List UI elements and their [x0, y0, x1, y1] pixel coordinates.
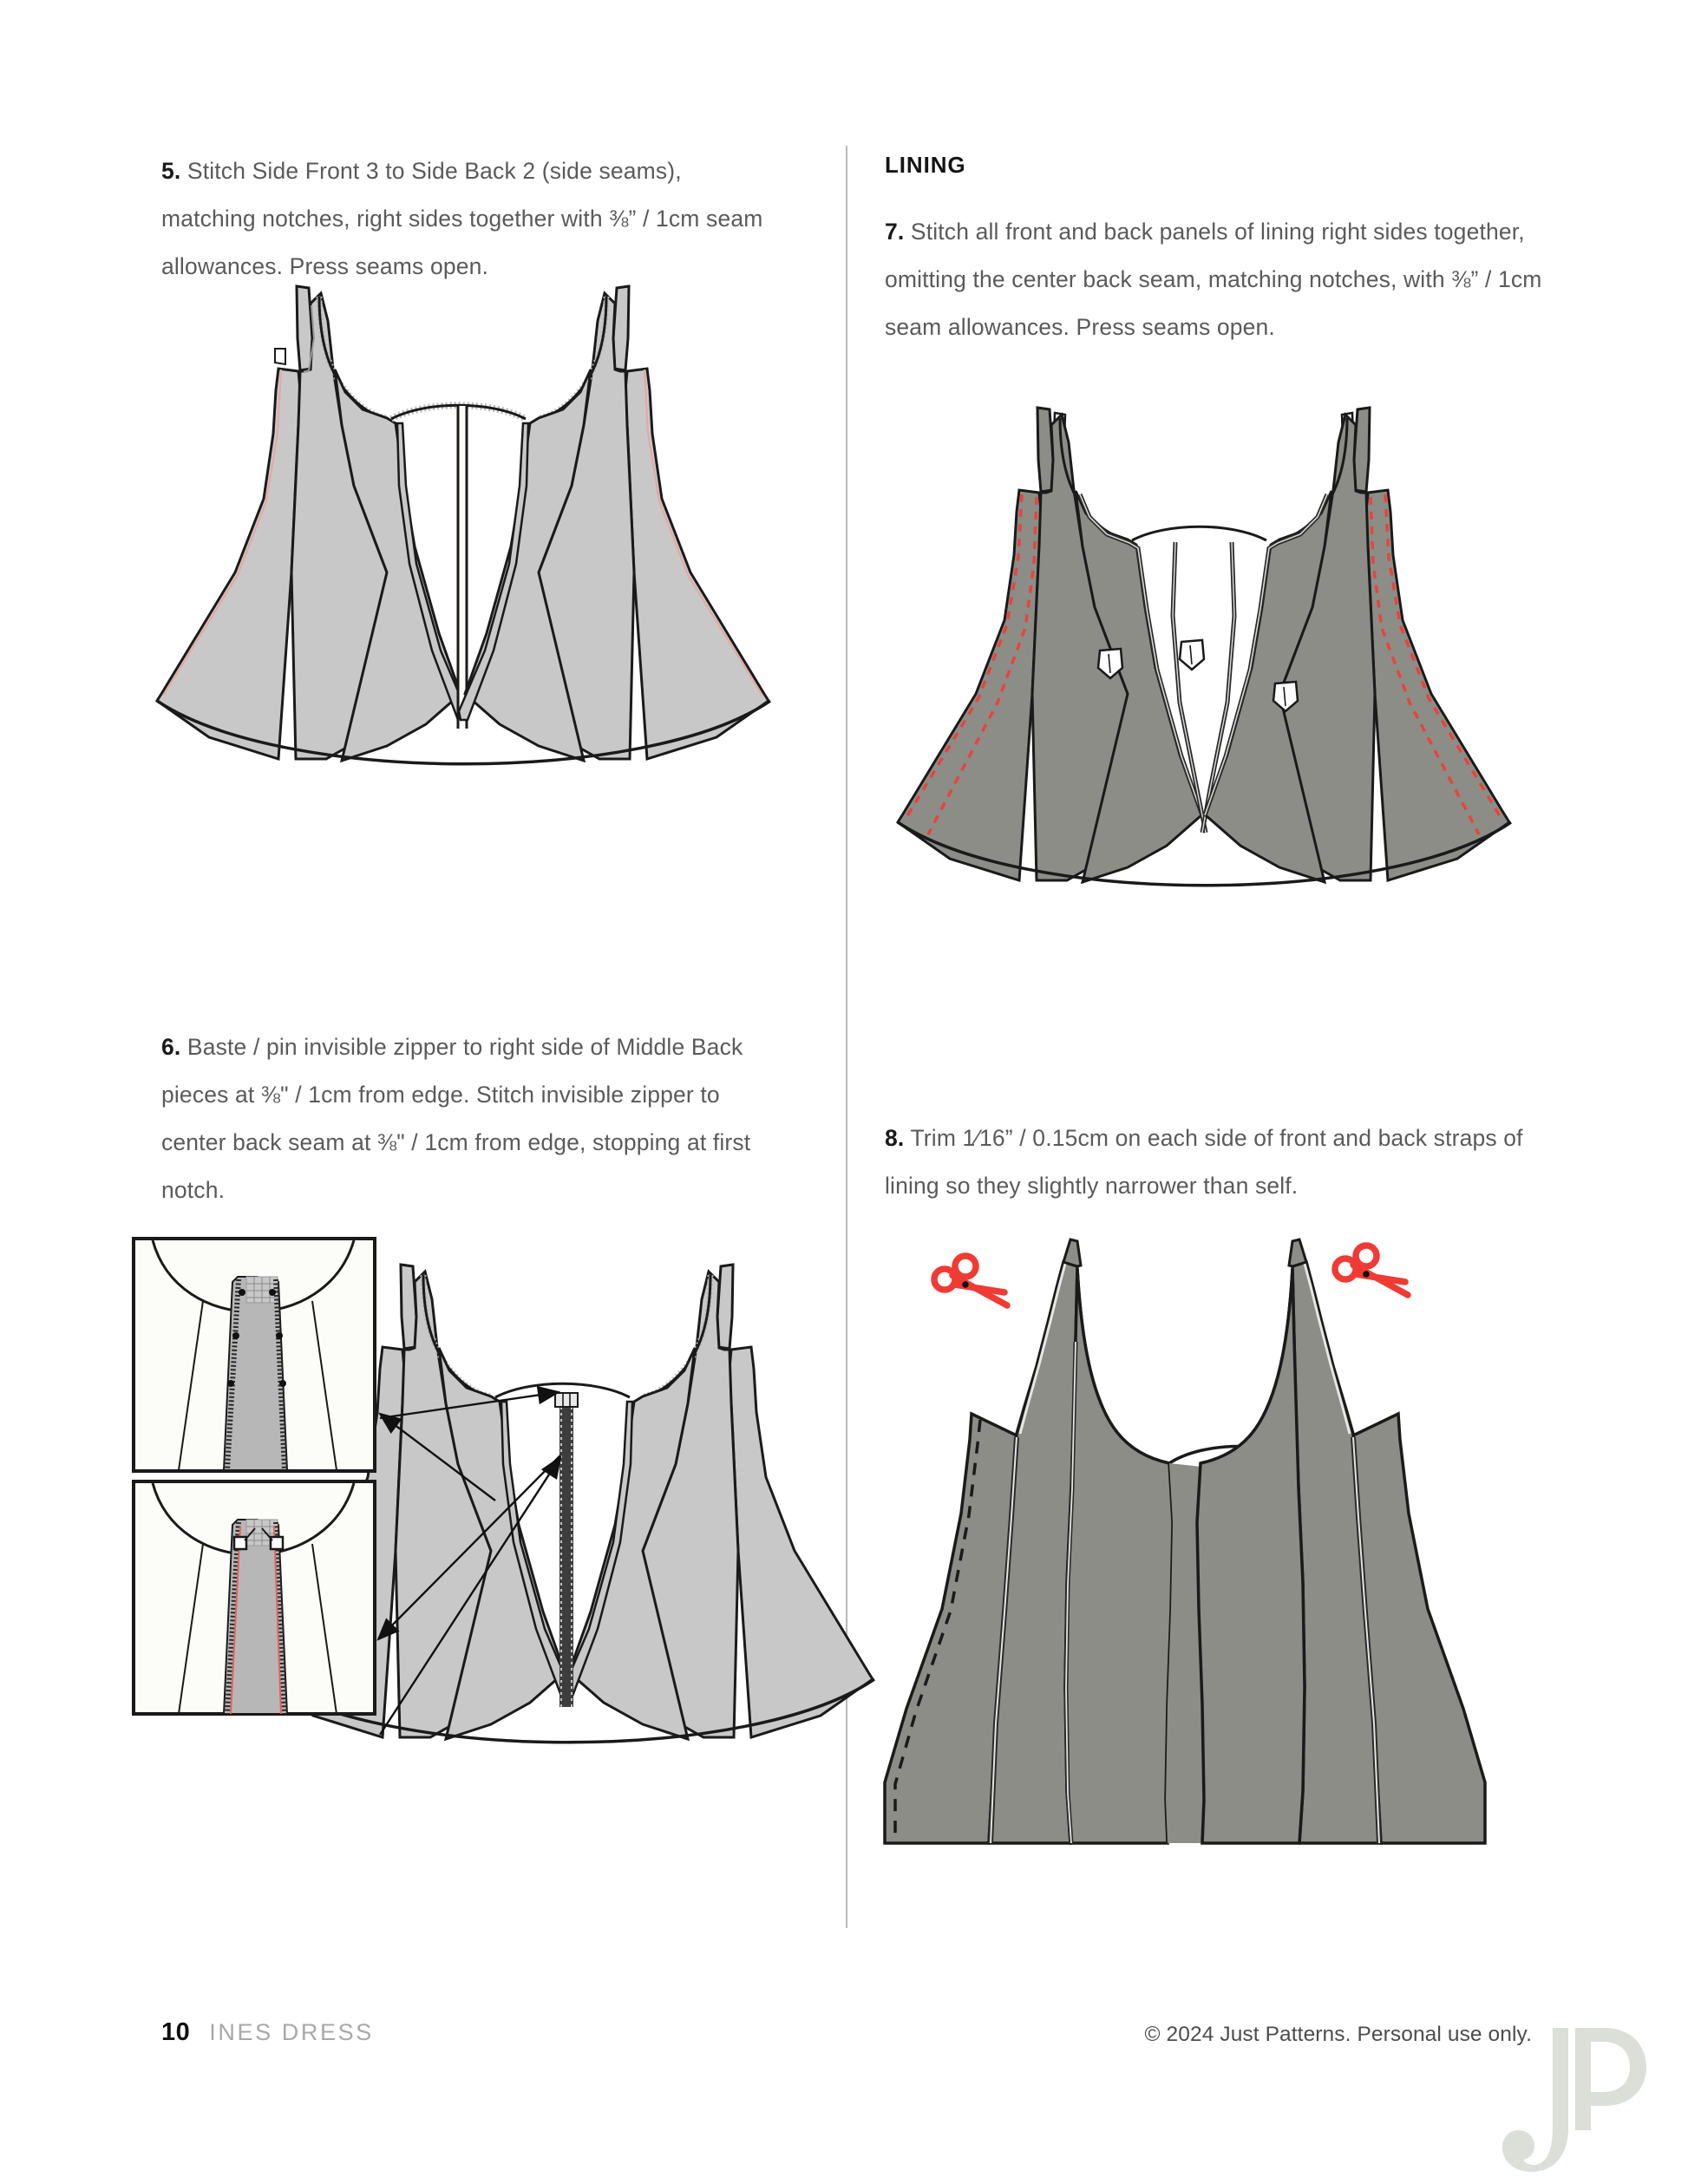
inset-bottom-stitch-red-right: [273, 1526, 282, 1715]
page-number: 10: [161, 2018, 191, 2046]
step-8-body: Trim 1⁄16” / 0.15cm on each side of fron…: [885, 1125, 1523, 1199]
column-divider: [846, 146, 847, 1928]
lining-seam-highlight-left: [1079, 494, 1203, 816]
inset-bottom-hatch-lines: [246, 1520, 278, 1546]
step-6-text: 6. Baste / pin invisible zipper to right…: [161, 1023, 777, 1214]
bodice-right-half-mirror: [1195, 1238, 1487, 1845]
dress-right-half-mirror: [457, 284, 771, 763]
inset-bottom-panel-seam-right: [311, 1543, 337, 1715]
bodice-side-highlight-left: [1065, 1341, 1076, 1844]
inset-top-panel-seam-left: [178, 1300, 204, 1471]
just-patterns-logo: [1488, 2026, 1653, 2182]
leader-arrow-from-inset-top: [379, 1385, 561, 1420]
zipper-dress-bodice-left: [437, 1347, 566, 1742]
logo-letter-p: [1575, 2028, 1646, 2130]
step-5-body: Stitch Side Front 3 to Side Back 2 (side…: [161, 158, 763, 279]
zipper-dress-mirror: [561, 1263, 875, 1742]
lining-stitch-red-left-inner: [926, 496, 1038, 835]
bodice-seam-highlight-1: [1018, 1263, 1067, 1435]
copyright-notice: © 2024 Just Patterns. Personal use only.: [1144, 2023, 1532, 2046]
inset-bottom-stitch-red-left: [230, 1526, 241, 1715]
step-6-body: Baste / pin invisible zipper to right si…: [161, 1034, 751, 1203]
step-6-number: 6.: [161, 1034, 181, 1060]
inset-bottom-zipper-stitched: [132, 1480, 376, 1716]
bodice-strap-left-notch: [1062, 1238, 1083, 1268]
left-column: 5. Stitch Side Front 3 to Side Back 2 (s…: [132, 147, 875, 1744]
inset-bottom-zip-teeth-left: [225, 1521, 241, 1715]
inset-bottom-notch-right: [269, 1535, 285, 1551]
step-8-text: 8. Trim 1⁄16” / 0.15cm on each side of f…: [885, 1115, 1557, 1210]
inset-bottom-panel-seam-left: [178, 1543, 204, 1715]
pattern-title: INES DRESS: [209, 2019, 374, 2045]
zipper-dress-neckline: [494, 1382, 631, 1399]
logo-letter-j: [1502, 2028, 1568, 2172]
inset-top-panel-seam-right: [311, 1300, 337, 1471]
lining-notch-markers: [1096, 638, 1299, 713]
bodice-stitch-dashed-left: [893, 1419, 982, 1843]
right-column: LINING 7. Stitch all front and back pane…: [883, 147, 1561, 1845]
step-7-text: 7. Stitch all front and back panels of l…: [885, 208, 1557, 351]
inset-bottom-notch-left: [232, 1535, 248, 1551]
figure-dress-side-seams: [127, 284, 812, 772]
inset-bottom-zip-teeth-right: [273, 1521, 287, 1715]
step-5-text: 5. Stitch Side Front 3 to Side Back 2 (s…: [161, 147, 769, 291]
strap-stitch-left: [303, 304, 316, 373]
lining-neckline: [1131, 525, 1267, 542]
step-7-body: Stitch all front and back panels of lini…: [885, 219, 1542, 340]
lining-hem-line: [897, 821, 1512, 887]
inset-bottom-arrow-right: [261, 1527, 273, 1541]
leader-arrow-from-inset-bottom: [376, 1455, 561, 1641]
hem-line: [156, 699, 771, 766]
step-7-number: 7.: [885, 219, 905, 245]
notch-marker: [274, 348, 286, 366]
leader-arrow-to-inset-top: [378, 1412, 496, 1501]
inset-top-zip-teeth-left: [225, 1278, 241, 1471]
lining-right-half-mirror: [1202, 406, 1512, 885]
inset-top-zip-teeth-right: [273, 1278, 287, 1471]
leader-arrow-to-zipper: [378, 1455, 562, 1736]
inset-top-pins: [227, 1289, 286, 1387]
neckline: [390, 403, 527, 421]
step-5-number: 5.: [161, 158, 181, 184]
inset-top-zipper-basted: [132, 1237, 376, 1473]
figure-lining-dress: [867, 406, 1561, 919]
bodice-panel-highlight-left: [990, 1436, 1017, 1844]
dress-back-zipper: [258, 1263, 875, 1744]
lining-stitch-red-left-outer: [904, 494, 1024, 820]
inset-bottom-arrow-left: [244, 1527, 256, 1541]
zipper-slider: [554, 1392, 579, 1408]
figure-lining-bodice-trim: [859, 1236, 1553, 1860]
bodice-left-center-panel: [1063, 1268, 1174, 1845]
scissors-icon[interactable]: [1331, 1242, 1411, 1298]
figure-dress-zipper: [127, 1232, 875, 1839]
lining-left-side-panel: [895, 488, 1043, 882]
zipper-tape: [559, 1395, 573, 1707]
footer-left: 10 INES DRESS: [161, 2018, 374, 2047]
section-heading-lining: LINING: [885, 152, 966, 178]
seam-line-red-left: [162, 369, 282, 696]
scissors-icon[interactable]: [931, 1252, 1011, 1309]
dress-left-bodice-panel: [333, 369, 462, 763]
step-8-number: 8.: [885, 1125, 905, 1151]
center-back-open-seam: [458, 406, 467, 729]
lining-center-highlight-left: [1172, 541, 1207, 834]
